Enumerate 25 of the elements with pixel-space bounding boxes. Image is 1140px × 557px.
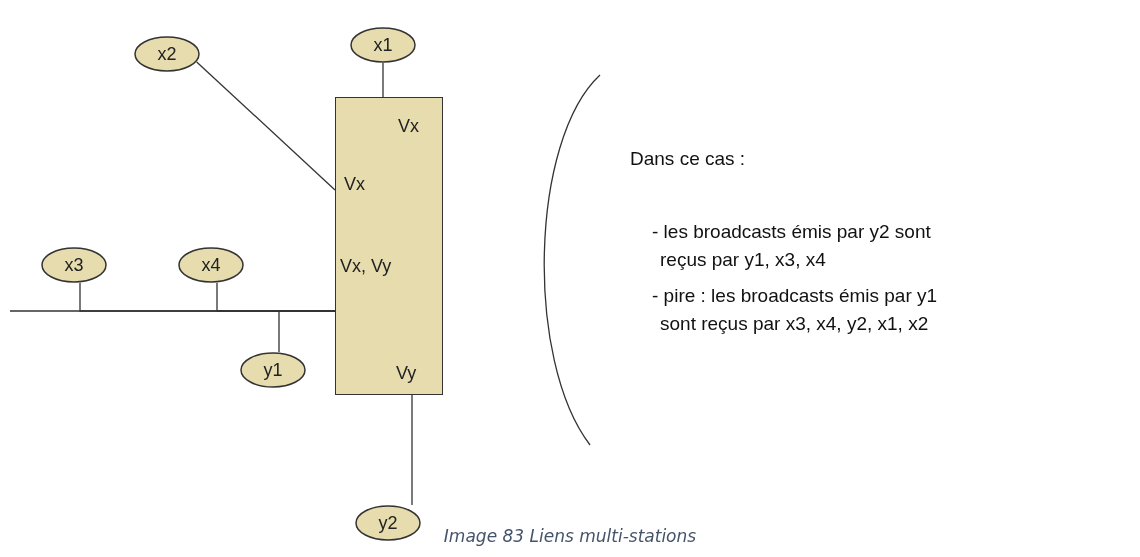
station-label: x4	[201, 254, 221, 276]
heading-text: Dans ce cas :	[630, 148, 746, 170]
station-ellipse	[350, 27, 416, 63]
connector-line	[9, 310, 336, 312]
caption: Image 83 Liens multi-stations	[442, 526, 698, 546]
station-ellipse	[41, 247, 107, 283]
station-ellipse	[355, 505, 421, 541]
station-label: x3	[64, 254, 84, 276]
port-label: Vy	[396, 363, 417, 384]
port-label: Vx, Vy	[340, 256, 392, 277]
station-label: y2	[378, 512, 398, 534]
connector-line	[411, 394, 413, 506]
note-text: - pire : les broadcasts émis par y1 sont reçus par x3, x4, y2, x1, x2	[652, 284, 939, 336]
switch-box	[335, 97, 443, 395]
station-label: y1	[263, 359, 283, 381]
station-ellipse	[240, 352, 306, 388]
connector-line	[382, 62, 384, 98]
station-label: x2	[157, 43, 177, 65]
station-label: x1	[373, 34, 393, 56]
connector-line	[196, 61, 336, 191]
station-ellipse	[134, 36, 200, 72]
port-label: Vx	[344, 174, 365, 195]
station-ellipse	[178, 247, 244, 283]
port-label: Vx	[398, 116, 419, 137]
note-text: - les broadcasts émis par y2 sont reçus par y1, x3, x4	[652, 220, 932, 272]
